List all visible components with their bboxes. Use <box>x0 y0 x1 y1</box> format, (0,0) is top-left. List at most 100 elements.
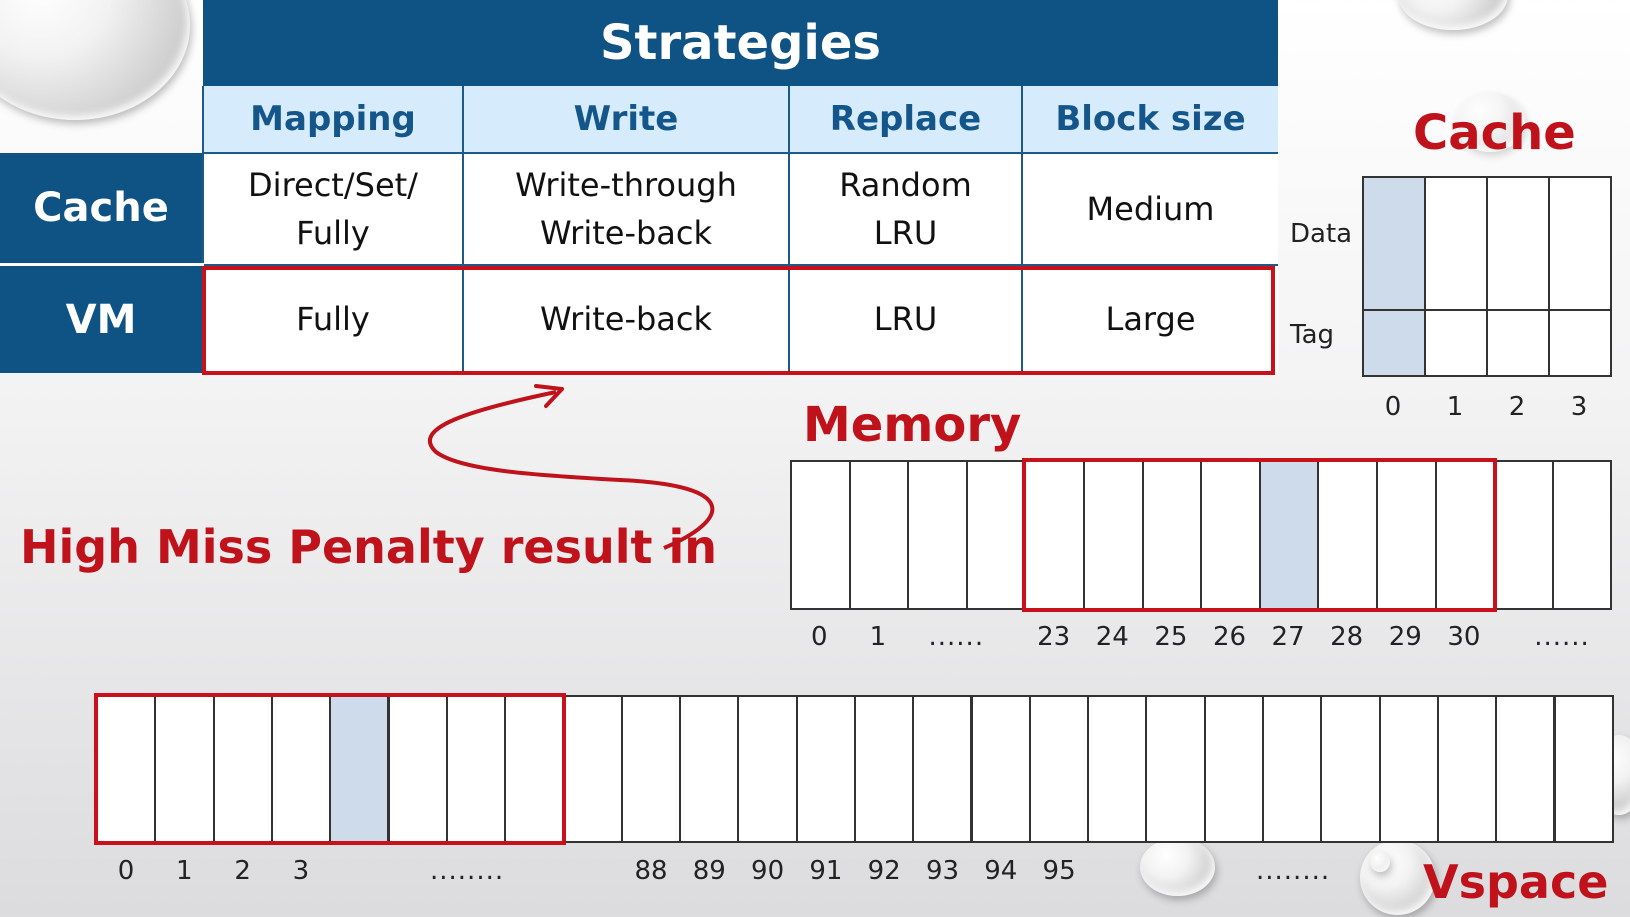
memory-index-label: 29 <box>1388 622 1422 652</box>
memory-index-label: 0 <box>811 622 828 652</box>
vspace-index-label: 94 <box>984 856 1018 886</box>
cell-line: Fully <box>296 300 370 339</box>
column-header-mapping: Mapping <box>202 86 463 154</box>
cache-data-cell <box>1362 176 1426 311</box>
cell-line: Random <box>839 165 972 204</box>
cell-vm-mapping: Fully <box>202 264 463 373</box>
vspace-block <box>154 695 215 843</box>
vspace-block <box>970 695 1031 843</box>
cell-cache-write: Write-through Write-back <box>462 153 789 266</box>
vspace-index-label: 89 <box>692 856 726 886</box>
column-header-block-size: Block size <box>1021 86 1278 154</box>
vspace-index-label: 1 <box>176 856 193 886</box>
memory-index-label: 28 <box>1330 622 1364 652</box>
cache-index-label: 3 <box>1570 392 1588 422</box>
memory-index-label: 25 <box>1154 622 1188 652</box>
water-drop-decoration <box>1370 852 1390 872</box>
vspace-block <box>853 695 915 843</box>
arrow-head-icon <box>534 384 564 408</box>
vspace-block <box>1203 695 1264 843</box>
memory-block <box>1258 460 1320 610</box>
vspace-ellipsis: ........ <box>1256 856 1331 886</box>
table-title: Strategies <box>203 0 1278 86</box>
cell-cache-block-size: Medium <box>1021 153 1278 266</box>
vspace-index-label: 90 <box>751 856 785 886</box>
memory-block <box>1376 460 1437 610</box>
vspace-block <box>1320 695 1381 843</box>
memory-block <box>848 460 910 610</box>
vspace-block <box>445 695 507 843</box>
vspace-block <box>329 695 390 843</box>
memory-index-label: 23 <box>1037 622 1071 652</box>
vspace-index-label: 91 <box>809 856 843 886</box>
vspace-block <box>1262 695 1323 843</box>
cache-index-label: 1 <box>1446 392 1464 422</box>
cache-data-cell <box>1548 176 1612 311</box>
cell-line: Large <box>1105 300 1196 339</box>
vspace-block <box>1553 695 1614 843</box>
water-drop-decoration <box>1360 840 1435 915</box>
cell-line: LRU <box>873 213 938 252</box>
memory-block <box>1317 460 1378 610</box>
cell-line: Write-through <box>515 165 737 204</box>
memory-block <box>965 460 1027 610</box>
table-row-vm: VM Fully Write-back LRU Large <box>0 264 1278 373</box>
memory-block <box>1493 460 1554 610</box>
cell-line: Direct/Set/ <box>248 165 418 204</box>
cache-tag-cell <box>1362 309 1426 377</box>
cache-row-label-data: Data <box>1290 219 1353 249</box>
vspace-block <box>1087 695 1148 843</box>
cell-cache-mapping: Direct/Set/ Fully <box>202 153 463 266</box>
memory-block <box>907 460 968 610</box>
cell-line: LRU <box>873 300 938 339</box>
memory-block <box>1083 460 1144 610</box>
cache-tag-cell <box>1486 309 1550 377</box>
vspace-block <box>1028 695 1090 843</box>
cell-line: Write-back <box>539 213 713 252</box>
cell-vm-block-size: Large <box>1021 264 1278 373</box>
cell-vm-replace: LRU <box>788 264 1022 373</box>
cell-line: Medium <box>1086 189 1215 228</box>
vspace-index-label: 3 <box>292 856 310 886</box>
memory-block <box>1200 460 1261 610</box>
cache-tag-cell <box>1548 309 1612 377</box>
vspace-block <box>795 695 856 843</box>
vspace-block <box>387 695 448 843</box>
vspace-block <box>1145 695 1206 843</box>
strategy-table: Strategies Mapping Write Replace Block s… <box>0 0 1278 373</box>
water-drop-decoration <box>1140 838 1215 896</box>
vspace-index-label: 95 <box>1042 856 1076 886</box>
curved-arrow-path <box>427 390 715 550</box>
cache-diagram-title: Cache <box>1413 105 1576 161</box>
cache-index-label: 0 <box>1384 392 1402 422</box>
vspace-block <box>737 695 798 843</box>
cell-vm-write: Write-back <box>462 264 789 373</box>
vspace-index-label: 2 <box>234 856 251 886</box>
cache-data-cell <box>1424 176 1488 311</box>
memory-ellipsis: ...... <box>928 622 985 652</box>
cell-line: Fully <box>296 213 370 252</box>
table-row-cache: Cache Direct/Set/ Fully Write-through Wr… <box>0 153 1278 266</box>
memory-block <box>1141 460 1203 610</box>
row-label-vm: VM <box>0 264 203 373</box>
column-header-replace: Replace <box>788 86 1022 154</box>
vspace-block <box>620 695 681 843</box>
vspace-block <box>270 695 332 843</box>
memory-block <box>790 460 851 610</box>
vspace-index-label: 92 <box>867 856 901 886</box>
vspace-block <box>562 695 623 843</box>
memory-diagram-title: Memory <box>803 397 1022 453</box>
cell-cache-replace: Random LRU <box>788 153 1022 266</box>
memory-index-label: 24 <box>1095 622 1129 652</box>
cache-tag-cell <box>1424 309 1488 377</box>
memory-block <box>1434 460 1496 610</box>
memory-index-label: 27 <box>1271 622 1305 652</box>
column-header-write: Write <box>462 86 789 154</box>
vspace-block <box>679 695 740 843</box>
memory-block <box>1024 460 1085 610</box>
cache-index-label: 2 <box>1508 392 1526 422</box>
vspace-index-label: 0 <box>117 856 135 886</box>
vspace-block <box>1436 695 1498 843</box>
memory-block <box>1551 460 1613 610</box>
